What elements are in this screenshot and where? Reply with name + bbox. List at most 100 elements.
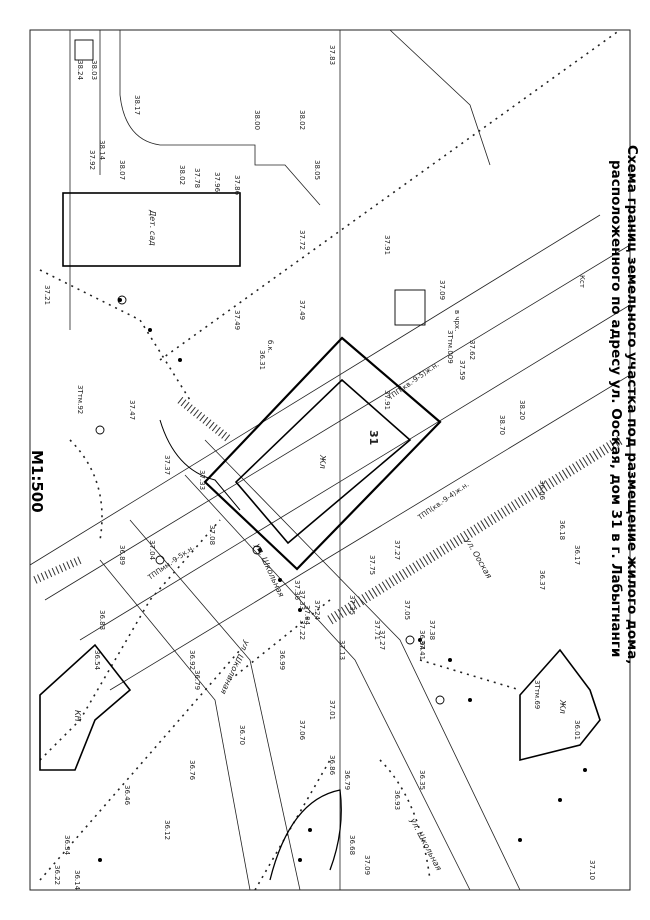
- elevation-label: 36.92: [188, 650, 196, 670]
- elevation-label: 38.02: [178, 165, 186, 185]
- elevation-label: 37.78: [193, 168, 201, 188]
- elevation-label: 37.96: [213, 172, 221, 193]
- note-chr: в чрх.: [453, 310, 461, 331]
- elevation-label: 37.49: [298, 300, 306, 320]
- note-kolodets-3: 3Ттм.69: [533, 680, 541, 709]
- parcel-number: 31: [367, 430, 380, 445]
- elevation-label: 37.59: [458, 360, 466, 380]
- elevation-label: 37.09: [438, 280, 446, 300]
- elevation-label: 36.76: [188, 760, 196, 781]
- elevation-label: 37.09: [363, 855, 371, 875]
- elevation-label: 36.14: [73, 870, 81, 891]
- elevation-label: 38.02: [298, 110, 306, 130]
- elevation-label: 38.70: [498, 415, 506, 435]
- title-line1: Схема границ земельного участка под разм…: [624, 145, 640, 664]
- elevation-label: 37.41: [418, 640, 426, 660]
- elevation-label: 36.17: [573, 545, 581, 565]
- elevation-label: 36.79: [343, 770, 351, 790]
- building-house-right: [519, 648, 601, 762]
- elevation-label: 37.72: [298, 230, 306, 250]
- hatched-fences: [33, 396, 623, 625]
- parcel-boundary: [203, 336, 442, 571]
- map-title: Схема границ земельного участка под разм…: [608, 145, 640, 664]
- elevation-label: 37.05: [403, 600, 411, 620]
- elevation-label: 37.27: [393, 540, 401, 560]
- elevation-label: 37.49: [233, 310, 241, 330]
- elevation-label: 37.04: [148, 540, 156, 561]
- building-small-top: [74, 39, 94, 61]
- elevation-label: 37.86: [233, 175, 241, 196]
- elevation-label: 37.13: [338, 640, 346, 660]
- elevation-label: 37.37: [163, 455, 171, 475]
- elevation-label: 38.14: [98, 140, 106, 161]
- building-det-sad: [62, 192, 241, 267]
- elevation-label: 38.00: [253, 110, 261, 130]
- elevation-label: 37.75: [368, 555, 376, 575]
- elevation-label: 36.68: [348, 835, 356, 855]
- elevation-label: 37.06: [298, 720, 306, 741]
- building-kn-left: [39, 643, 132, 771]
- elevation-label: 36.18: [558, 520, 566, 540]
- house-right-label: Жл: [558, 699, 567, 714]
- elevation-label: 37.35: [348, 595, 356, 615]
- elevation-label: 37.27: [378, 630, 386, 650]
- parcel-building: [234, 378, 412, 545]
- elevation-label: 36.35: [418, 770, 426, 790]
- parcel-building-label: Жл: [318, 454, 327, 469]
- elevation-label: 36.12: [163, 820, 171, 840]
- note-kolodets-1: 3Ттм.009: [446, 330, 454, 364]
- curb-curve-bottom: [269, 789, 342, 881]
- elevation-label: 37.33: [298, 590, 306, 610]
- elevation-label: 36.54: [93, 650, 101, 671]
- elevation-label: 37.38: [428, 620, 436, 640]
- elevation-label: 36.99: [278, 650, 286, 670]
- det-sad-label: Дет. сад: [148, 209, 157, 246]
- elevation-label: 36.01: [573, 720, 581, 740]
- note-kst: Кст: [578, 275, 586, 288]
- scale-label: M1:500: [28, 450, 46, 513]
- elevation-label: 37.08: [208, 525, 216, 545]
- elevation-label: 38.03: [90, 60, 98, 80]
- elevation-label: 36.06: [538, 480, 546, 501]
- elevation-label: 38.17: [133, 95, 141, 115]
- elevation-label: 37.10: [588, 860, 596, 880]
- elevation-label: 38.24: [76, 60, 84, 81]
- elevation-label: 37.47: [128, 400, 136, 420]
- elevation-label: 36.70: [238, 725, 246, 745]
- utility-circles: [95, 295, 445, 705]
- elevation-label: 36.37: [538, 570, 546, 590]
- elevation-label: 36.22: [53, 865, 61, 885]
- elevation-label: 37.62: [468, 340, 476, 360]
- note-kolodets-2: 3Ттм.92: [76, 385, 84, 414]
- elevation-label: 36.83: [98, 610, 106, 630]
- elevation-label: 37.33: [198, 470, 206, 490]
- building-small-right: [394, 289, 426, 326]
- title-line2: расположенного по адресу ул. Ооская, дом…: [608, 160, 624, 657]
- dotted-fences: [39, 29, 621, 891]
- elevation-label: 37.01: [328, 700, 336, 720]
- elevation-label: 37.91: [383, 390, 391, 410]
- scale-text: M1:500: [28, 450, 46, 513]
- elevation-label: 37.71: [373, 620, 381, 640]
- elevation-label: 38.20: [518, 400, 526, 420]
- elevation-label: 37.21: [43, 285, 51, 305]
- elevation-label: 36.31: [258, 350, 266, 370]
- map-frame: [29, 29, 631, 891]
- elevation-label: 36.93: [393, 790, 401, 810]
- elevation-label: 37.22: [298, 620, 306, 640]
- elevation-label: 37.24: [313, 600, 321, 621]
- elevation-label: 38.05: [313, 160, 321, 180]
- road-lines: [29, 29, 631, 891]
- elevation-label: 36.89: [118, 545, 126, 565]
- note-bk: б.к.: [266, 340, 274, 353]
- elevation-label: 37.91: [383, 235, 391, 255]
- elevation-label: 36.46: [123, 785, 131, 806]
- elevation-label: 36.86: [328, 755, 336, 776]
- elevation-label: 36.94: [418, 630, 426, 651]
- elevation-label: 37.92: [88, 150, 96, 170]
- elevation-label: 37.83: [328, 45, 336, 65]
- elevation-label: 36.34: [63, 835, 71, 856]
- curb-curve-center: [159, 419, 241, 511]
